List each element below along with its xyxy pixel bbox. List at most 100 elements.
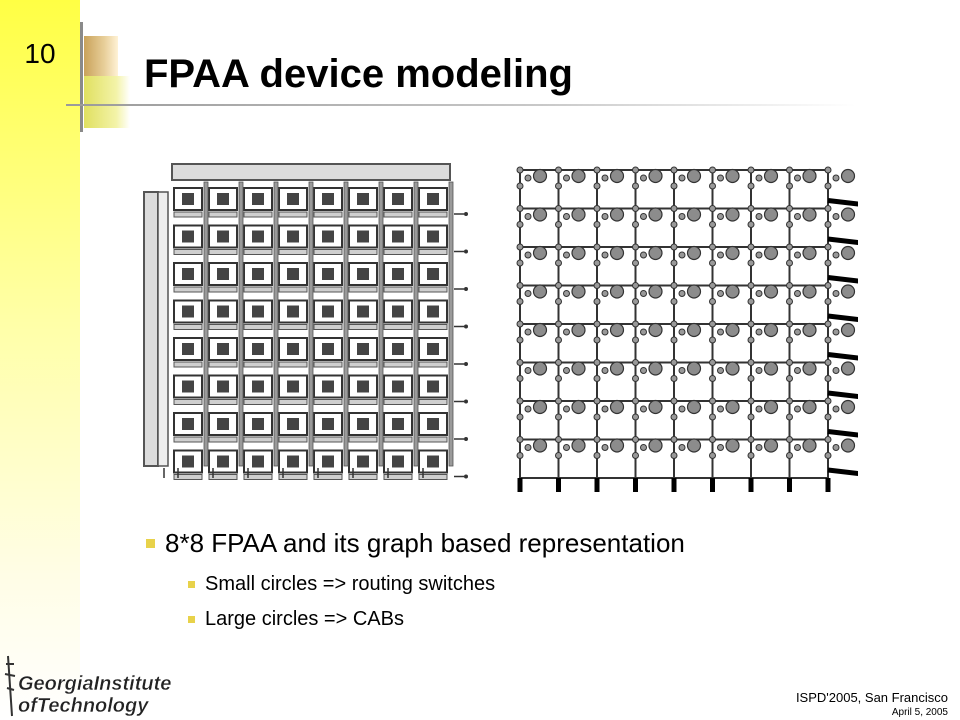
routing-switch-node [678, 174, 686, 182]
routing-switch-node [709, 336, 716, 344]
routing-switch-node [632, 166, 639, 174]
horizontal-track [173, 324, 203, 330]
cab-core [217, 193, 229, 205]
routing-switch-node [632, 359, 639, 366]
cab-node [686, 361, 702, 376]
horizontal-track [383, 361, 413, 368]
horizontal-track [418, 361, 448, 368]
cab-node [802, 399, 817, 415]
cab-core [217, 230, 229, 243]
routing-switch-node [824, 205, 832, 212]
cab-core [252, 418, 264, 430]
routing-switch-node [670, 359, 678, 366]
vertical-track [378, 181, 384, 467]
routing-switch-node [755, 328, 763, 336]
cab-node [571, 438, 586, 453]
routing-switch-node [593, 320, 601, 328]
routing-switch-node [516, 375, 524, 382]
routing-switch-node [524, 213, 532, 220]
logo-text-line2: ofTechnology [18, 695, 149, 717]
cab-node [571, 361, 586, 376]
routing-switch-node [555, 259, 562, 267]
routing-switch-node [824, 336, 832, 344]
cab-core [287, 230, 299, 243]
routing-switch-node [755, 367, 763, 374]
routing-switch-node [670, 259, 678, 267]
routing-switch-node [717, 328, 724, 336]
cab-node [609, 438, 625, 453]
routing-switch-node [755, 251, 763, 259]
routing-switch-node [516, 298, 524, 305]
routing-switch-node [709, 298, 716, 305]
routing-switch-node [563, 367, 570, 374]
routing-switch-node [632, 259, 639, 267]
routing-switch-node [747, 336, 755, 344]
bullet-marker [146, 539, 155, 548]
routing-switch-node [632, 452, 639, 459]
routing-switch-node [678, 405, 686, 413]
horizontal-track [418, 324, 448, 330]
routing-switch-node [555, 243, 562, 251]
bullet-main: 8*8 FPAA and its graph based representat… [146, 528, 685, 559]
routing-switch-node [640, 328, 647, 336]
cab-node [802, 438, 817, 453]
routing-switch-node [794, 213, 801, 220]
row-connector-end [464, 324, 468, 329]
horizontal-track [348, 324, 378, 330]
routing-switch-node [516, 259, 524, 267]
title-vertical-rule [80, 22, 83, 132]
cab-core [252, 230, 264, 243]
cab-core [357, 343, 369, 355]
routing-switch-node [794, 367, 801, 374]
horizontal-track [243, 286, 273, 293]
routing-switch-node [593, 221, 601, 228]
row-connector-end [464, 474, 468, 479]
fpaa-array-diagram [143, 163, 468, 480]
logo-text-line1: GeorgiaInstitute [18, 673, 171, 695]
routing-switch-node [524, 444, 532, 451]
left-bus-inner [157, 191, 169, 467]
cab-node [725, 284, 740, 299]
cab-core [322, 230, 334, 243]
horizontal-track [278, 324, 308, 330]
routing-switch-node [632, 182, 639, 190]
horizontal-track [208, 361, 238, 368]
routing-switch-node [516, 205, 524, 212]
routing-switch-node [524, 405, 532, 413]
routing-switch-node [563, 290, 570, 297]
cab-core [182, 418, 194, 430]
routing-switch-node [832, 174, 840, 182]
routing-switch-node [755, 405, 763, 413]
routing-switch-node [717, 213, 724, 220]
routing-switch-node [632, 282, 639, 289]
routing-switch-node [632, 320, 639, 328]
horizontal-track [418, 249, 448, 255]
routing-switch-node [670, 320, 678, 328]
routing-switch-node [563, 405, 570, 413]
horizontal-track [383, 436, 413, 443]
cab-core [427, 343, 439, 355]
routing-switch-node [747, 205, 755, 212]
routing-switch-node [601, 367, 609, 374]
cab-node [840, 284, 856, 299]
routing-switch-node [709, 205, 716, 212]
horizontal-track [243, 474, 273, 480]
routing-switch-node [786, 259, 793, 267]
routing-switch-node [516, 221, 524, 228]
routing-switch-node [555, 359, 562, 366]
routing-switch-node [516, 243, 524, 251]
routing-switch-node [555, 166, 562, 174]
cab-node [609, 399, 625, 415]
routing-switch-node [632, 221, 639, 228]
footer: ISPD'2005, San Francisco April 5, 2005 [796, 690, 948, 718]
graph-io-stub [827, 313, 858, 323]
routing-switch-node [670, 336, 678, 344]
routing-switch-node [640, 213, 647, 220]
cab-node [840, 399, 856, 415]
routing-switch-node [524, 251, 532, 259]
fpaa-figure [143, 163, 858, 492]
vertical-track [273, 181, 279, 467]
routing-switch-node [794, 328, 801, 336]
horizontal-track [313, 249, 343, 255]
routing-switch-node [709, 397, 716, 405]
